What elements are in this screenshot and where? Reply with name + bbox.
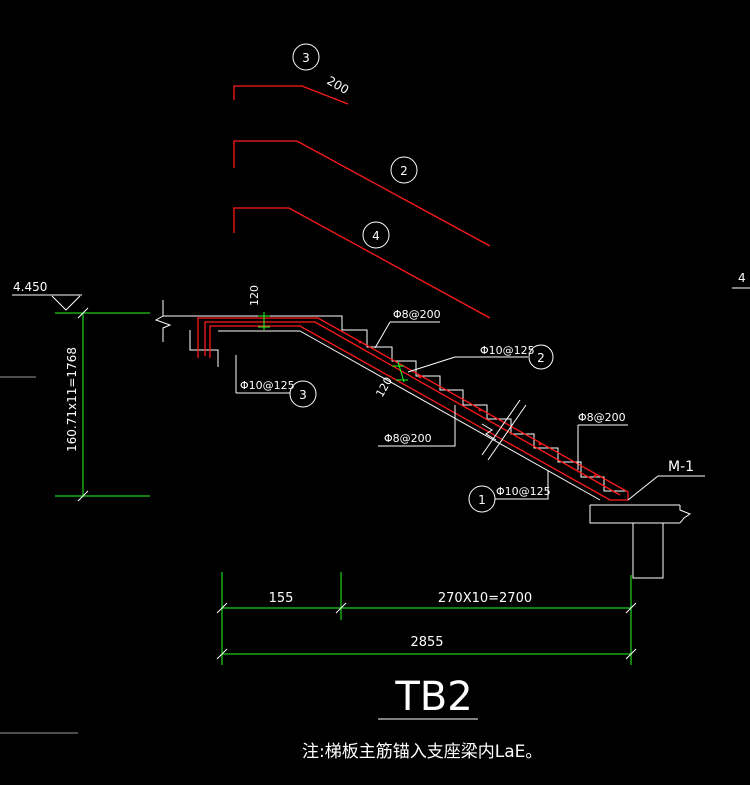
svg-text:Φ8@200: Φ8@200	[384, 432, 432, 445]
bubble-3-top: 3	[292, 43, 320, 71]
slab-thickness-top: 120	[248, 285, 270, 330]
section-break-marker	[481, 399, 527, 461]
rebar-shape-2	[233, 140, 491, 247]
callout-phi8-200-right: Φ8@200	[577, 411, 628, 470]
horizontal-dimensions: 155 270X10=2700 2855	[216, 572, 637, 665]
svg-text:Φ10@125: Φ10@125	[480, 344, 535, 357]
drawing-note: 注:梯板主筋锚入支座梁内LaE。	[302, 742, 542, 762]
elevation-marker: 4.450	[0, 280, 82, 378]
drawing-title: TB2	[378, 674, 478, 720]
slab-thickness-mid: 120	[373, 361, 408, 400]
svg-text:1: 1	[478, 493, 486, 507]
stair-concrete-outline	[154, 300, 692, 579]
svg-text:Φ8@200: Φ8@200	[578, 411, 626, 424]
svg-text:155: 155	[269, 591, 294, 606]
rebar-shape-4	[233, 207, 491, 319]
svg-text:4.450: 4.450	[13, 280, 47, 294]
svg-text:120: 120	[373, 375, 395, 400]
hook-length-label: 200	[324, 74, 351, 98]
svg-text:2: 2	[537, 351, 545, 365]
height-dimension: 160.71x11=1768	[55, 307, 150, 502]
svg-text:160.71x11=1768: 160.71x11=1768	[65, 347, 79, 452]
svg-text:270X10=2700: 270X10=2700	[438, 591, 532, 606]
callout-phi10-125-right: Φ10@125 2	[407, 344, 554, 373]
bubble-2: 2	[390, 156, 418, 184]
callout-phi10-125-bottom: Φ10@125 1	[468, 470, 551, 513]
svg-text:Φ8@200: Φ8@200	[393, 308, 441, 321]
callout-phi8-200-top: Φ8@200	[374, 308, 441, 349]
svg-text:4: 4	[372, 229, 380, 243]
svg-text:2855: 2855	[410, 635, 443, 650]
svg-text:120: 120	[248, 285, 261, 306]
beam-label-m1: M-1	[627, 459, 705, 501]
callout-phi10-125-left: Φ10@125 3	[235, 355, 317, 408]
stair-rebar	[197, 317, 629, 501]
svg-text:TB2: TB2	[394, 674, 472, 720]
svg-text:2: 2	[400, 164, 408, 178]
svg-text:3: 3	[302, 51, 310, 65]
right-edge-elevation: 4	[738, 271, 746, 285]
svg-text:3: 3	[299, 388, 307, 402]
svg-text:M-1: M-1	[668, 459, 694, 475]
rebar-shape-3	[233, 85, 349, 105]
svg-text:Φ10@125: Φ10@125	[496, 485, 551, 498]
callout-phi8-200-mid: Φ8@200	[378, 405, 456, 447]
svg-text:Φ10@125: Φ10@125	[240, 379, 295, 392]
bubble-4: 4	[362, 221, 390, 249]
